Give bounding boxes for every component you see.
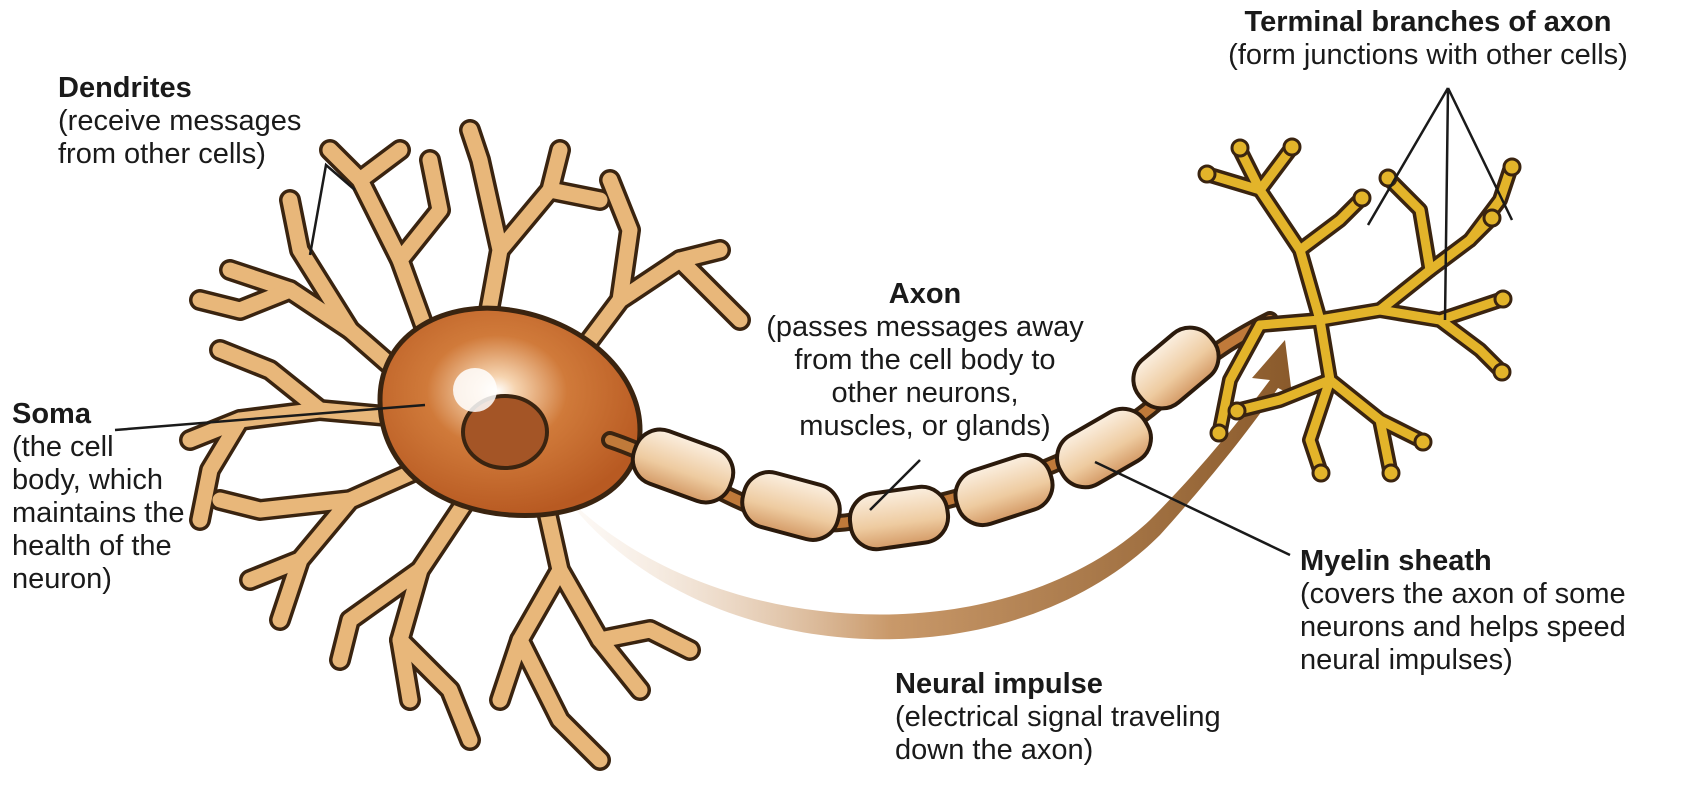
- soma-desc: (the cell body, which maintains the heal…: [12, 431, 185, 596]
- impulse-label: Neural impulse (electrical signal travel…: [895, 668, 1221, 767]
- soma-label: Soma (the cell body, which maintains the…: [12, 398, 185, 596]
- impulse-title: Neural impulse: [895, 668, 1221, 701]
- impulse-desc: (electrical signal traveling down the ax…: [895, 701, 1221, 767]
- myelin-desc: (covers the axon of some neurons and hel…: [1300, 578, 1626, 677]
- axon-desc: (passes messages away from the cell body…: [760, 311, 1090, 443]
- terminal-label: Terminal branches of axon (form junction…: [1178, 6, 1678, 72]
- soma-title: Soma: [12, 398, 185, 431]
- axon-label: Axon (passes messages away from the cell…: [760, 278, 1090, 443]
- terminal-desc: (form junctions with other cells): [1178, 39, 1678, 72]
- dendrites-desc: (receive messages from other cells): [58, 105, 301, 171]
- myelin-title: Myelin sheath: [1300, 545, 1626, 578]
- myelin-label: Myelin sheath (covers the axon of some n…: [1300, 545, 1626, 677]
- axon-title: Axon: [760, 278, 1090, 311]
- terminal-title: Terminal branches of axon: [1178, 6, 1678, 39]
- dendrites-label: Dendrites (receive messages from other c…: [58, 72, 301, 171]
- dendrites-title: Dendrites: [58, 72, 301, 105]
